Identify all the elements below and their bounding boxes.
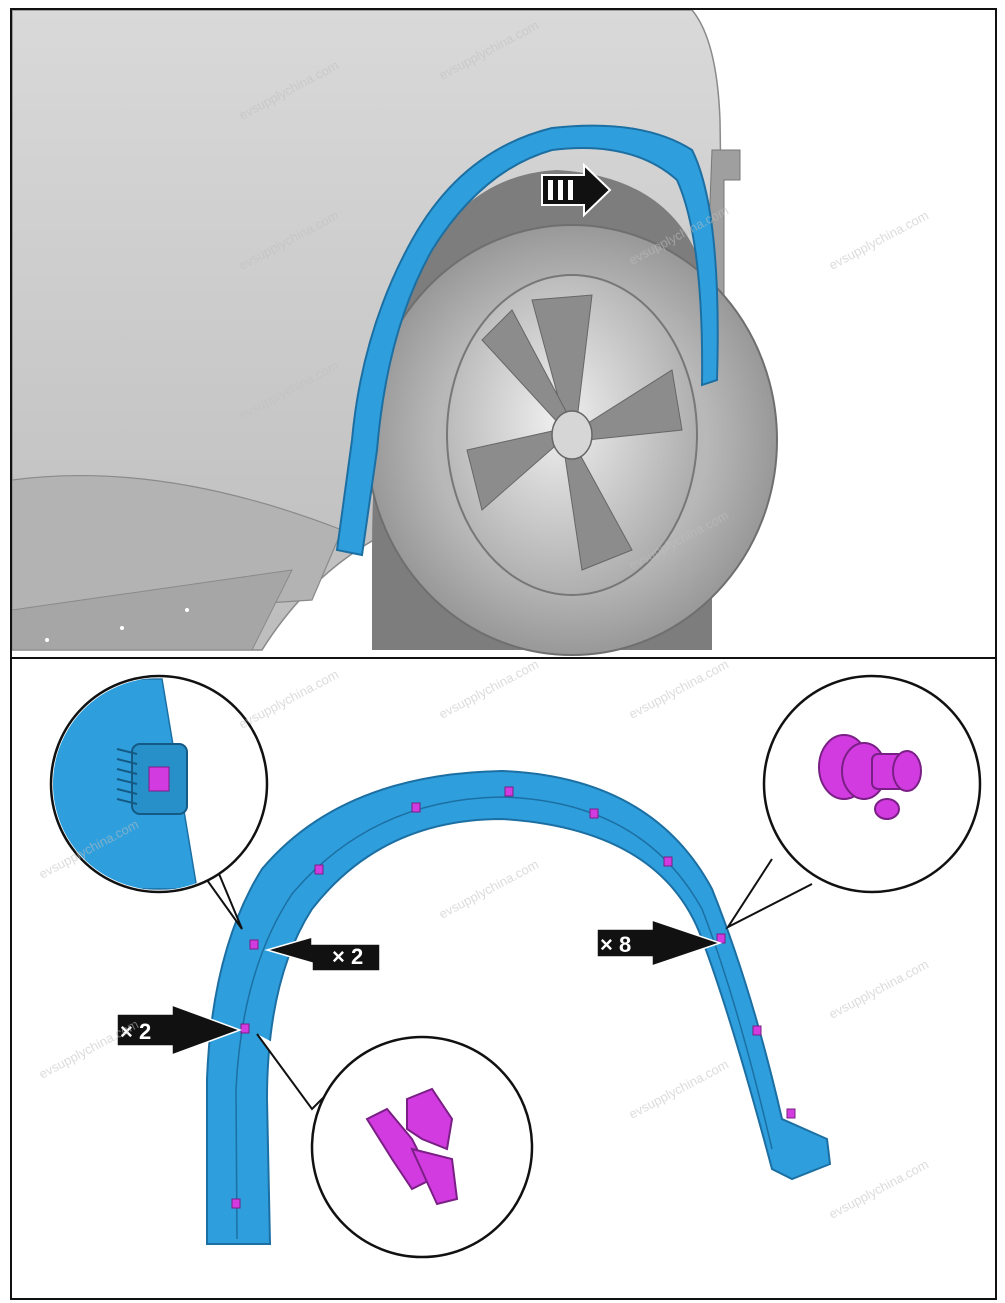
callout-right: × 8 xyxy=(596,918,723,968)
sill-lower xyxy=(12,569,293,651)
direction-arrow-icon xyxy=(541,162,612,218)
watermark-text: evsupplychina.com xyxy=(436,856,541,921)
watermark-text: evsupplychina.com xyxy=(826,956,931,1021)
wheel-spokes xyxy=(466,294,683,571)
callout-upper-left: × 2 xyxy=(264,936,381,972)
watermark-text: evsupplychina.com xyxy=(826,1156,931,1221)
callout-lower-left: × 2 xyxy=(116,1003,243,1057)
push-clip-icon xyxy=(818,734,922,820)
vehicle-view-panel: evsupplychina.com evsupplychina.com evsu… xyxy=(12,10,995,657)
trim-detail-illustration: × 2 × 2 × 8 evsupplychina.com evsupplych… xyxy=(36,659,982,1259)
detail-circle-lower xyxy=(256,1033,534,1259)
watermark-text: evsupplychina.com xyxy=(626,1056,731,1121)
detail-circle-upper-left xyxy=(49,674,269,930)
watermark-text: evsupplychina.com xyxy=(826,207,931,272)
figure-frame: evsupplychina.com evsupplychina.com evsu… xyxy=(10,8,997,1300)
trim-inner-ridge xyxy=(235,796,773,1240)
watermark-text: evsupplychina.com xyxy=(436,659,541,722)
metal-clip-icon xyxy=(365,1087,459,1206)
removed-arch-trim xyxy=(206,769,832,1245)
watermark-text: evsupplychina.com xyxy=(36,1016,141,1081)
clip-markers xyxy=(231,786,796,1209)
vehicle-illustration: evsupplychina.com evsupplychina.com evsu… xyxy=(12,10,931,656)
watermark-text: evsupplychina.com xyxy=(626,659,731,722)
watermark-text: evsupplychina.com xyxy=(236,666,341,731)
callout-count-text: × 2 xyxy=(332,944,363,969)
wheel-arch-trim xyxy=(335,124,719,557)
detail-circle-right xyxy=(725,674,982,930)
callout-count-text: × 8 xyxy=(600,932,631,957)
wheel-hub xyxy=(551,410,593,460)
trim-detail-panel: × 2 × 2 × 8 evsupplychina.com evsupplych… xyxy=(12,659,995,1298)
panel-divider xyxy=(12,657,995,659)
callout-count-text: × 2 xyxy=(120,1019,151,1044)
